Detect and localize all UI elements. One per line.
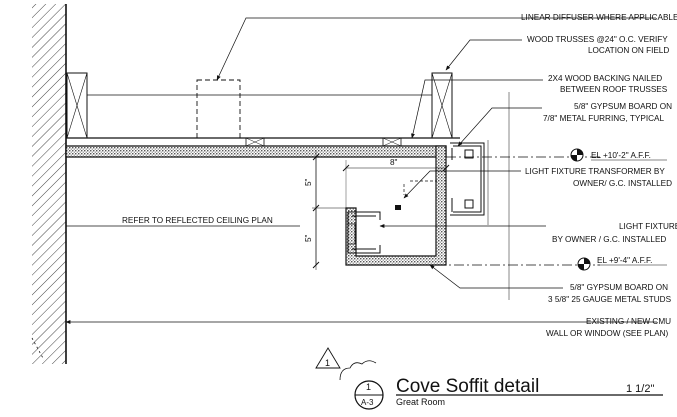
revision-triangle (315, 347, 341, 369)
revision-cloud (339, 360, 377, 381)
fixture-transformer (395, 205, 401, 210)
detail-subtitle: Great Room (396, 397, 445, 407)
note-gypsum-bottom-2: 3 5/8" 25 GAUGE METAL STUDS (548, 295, 672, 304)
note-trusses-2: LOCATION ON FIELD (588, 46, 669, 55)
note-gypsum-top-2: 7/8" METAL FURRING, TYPICAL (543, 114, 664, 123)
wood-truss-right (431, 72, 453, 139)
note-linear-diffuser: LINEAR DIFFUSER WHERE APPLICABLE (521, 13, 677, 22)
note-transformer-2: OWNER/ G.C. INSTALLED (573, 179, 672, 188)
note-backing-1: 2X4 WOOD BACKING NAILED (548, 74, 662, 83)
detail-number: 1 (366, 382, 371, 392)
elevation-marker-upper (570, 148, 584, 162)
note-transformer-1: LIGHT FIXTURE TRANSFORMER BY (525, 167, 665, 176)
note-fixture-1: LIGHT FIXTURE (619, 222, 677, 231)
gypsum-ceiling-board (65, 145, 447, 158)
dimension-label-lower-drop: 5" (304, 234, 313, 242)
note-rcp: REFER TO REFLECTED CEILING PLAN (122, 216, 273, 225)
dimension-label-width: 8" (390, 158, 398, 167)
leader-lines (65, 17, 657, 324)
cove-light-dashed (403, 180, 437, 195)
note-cmu-1: EXISTING / NEW CMU (586, 317, 671, 326)
wood-truss-left (66, 72, 88, 139)
note-trusses-1: WOOD TRUSSES @24" O.C. VERIFY (527, 35, 668, 44)
metal-studs (347, 142, 485, 254)
detail-scale: 1 1/2" (626, 383, 654, 395)
elevation-marker-lower (577, 257, 591, 271)
elevation-label-upper: EL +10'-2" A.F.F. (591, 151, 651, 160)
note-gypsum-bottom-1: 5/8" GYPSUM BOARD ON (570, 283, 668, 292)
linear-diffuser (196, 79, 241, 139)
sheet-number: A-3 (361, 398, 374, 407)
note-gypsum-top-1: 5/8" GYPSUM BOARD ON (574, 102, 672, 111)
dimension-vertical (312, 153, 346, 269)
note-cmu-2: WALL OR WINDOW (SEE PLAN) (546, 329, 668, 338)
wood-backing-blocks (245, 137, 402, 147)
dimension-width (342, 160, 450, 208)
detail-title: Cove Soffit detail (396, 376, 539, 397)
light-fixture (347, 223, 356, 245)
note-fixture-2: BY OWNER / G.C. INSTALLED (552, 235, 666, 244)
note-backing-2: BETWEEN ROOF TRUSSES (560, 85, 668, 94)
revision-number: 1 (325, 358, 330, 368)
detail-bubble (354, 380, 384, 410)
elevation-label-lower: EL +9'-4" A.F.F. (597, 256, 652, 265)
dimension-label-upper-drop: 5" (304, 178, 313, 186)
cmu-wall (31, 4, 67, 364)
